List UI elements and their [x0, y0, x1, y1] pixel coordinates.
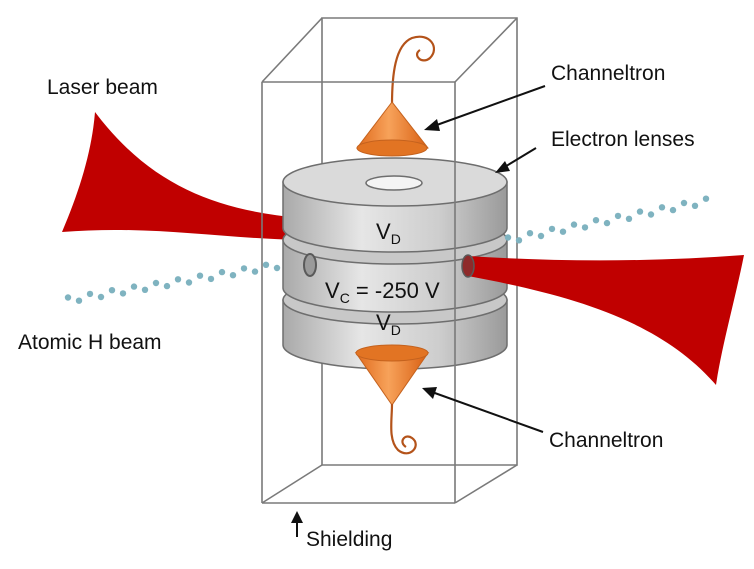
atom-dot — [581, 224, 589, 231]
laser-beam-right — [468, 255, 744, 385]
atom-dot — [548, 225, 556, 233]
atomic-h-beam-left — [64, 258, 292, 304]
arrow-channeltron-top — [424, 85, 546, 131]
lens-hole-right — [461, 254, 475, 278]
atom-dot — [207, 275, 215, 283]
arrow-shielding — [291, 511, 303, 537]
channeltron-bottom — [354, 344, 430, 406]
atom-dot — [691, 202, 699, 209]
atom-dot — [130, 283, 138, 290]
atom-dot — [603, 219, 611, 227]
atom-dot — [537, 232, 545, 240]
atom-dot — [636, 208, 644, 215]
atom-dot — [75, 297, 83, 304]
atom-dot — [680, 199, 688, 207]
atom-dot — [614, 212, 622, 220]
atom-dot — [669, 206, 677, 214]
electron-lens-stack — [282, 157, 508, 370]
atom-dot — [97, 293, 105, 301]
laser-beam-left — [62, 112, 300, 240]
atom-dot — [229, 272, 237, 279]
channeltron-bottom-wire — [390, 403, 417, 455]
atom-dot — [647, 211, 655, 218]
atom-dot — [273, 264, 281, 272]
atom-dot — [218, 268, 226, 276]
label-atomic-h-beam: Atomic H beam — [18, 331, 162, 354]
shielding-box-front — [261, 17, 518, 504]
atom-dot — [163, 282, 171, 290]
atom-dot — [141, 286, 149, 293]
atom-dot — [119, 290, 127, 297]
atom-dot — [108, 287, 116, 294]
atom-dot — [152, 279, 160, 287]
atom-dot — [174, 276, 182, 283]
atom-dot — [592, 217, 600, 224]
atom-dot — [251, 268, 259, 275]
lens-hole-left — [303, 253, 317, 277]
channeltron-top — [356, 101, 429, 157]
electrode-label-bottom: VD — [376, 310, 401, 338]
atom-dot — [658, 204, 666, 211]
atom-dot — [240, 265, 248, 272]
atom-dot — [196, 272, 204, 279]
channeltron-top-wire — [390, 35, 436, 106]
atom-dot — [504, 234, 512, 241]
electrode-label-center: VC = -250 V — [325, 278, 440, 306]
atomic-h-beam-right — [504, 195, 710, 244]
atom-dot — [64, 294, 72, 301]
atom-dot — [185, 279, 193, 286]
atom-dot — [702, 195, 710, 202]
atom-dot — [526, 230, 534, 237]
atom-dot — [515, 237, 523, 244]
atom-dot — [559, 228, 567, 235]
arrow-channeltron-bottom — [422, 387, 544, 433]
label-shielding: Shielding — [306, 528, 392, 551]
atom-dot — [570, 221, 578, 228]
label-electron-lenses: Electron lenses — [551, 128, 695, 151]
atom-dot — [86, 290, 94, 298]
electrode-label-top: VD — [376, 219, 401, 247]
atom-dot — [262, 261, 270, 268]
label-channeltron-top: Channeltron — [551, 62, 665, 85]
label-laser-beam: Laser beam — [47, 76, 158, 99]
arrow-electron-lenses — [495, 147, 537, 173]
atom-dot — [625, 215, 633, 222]
label-channeltron-bottom: Channeltron — [549, 429, 663, 452]
